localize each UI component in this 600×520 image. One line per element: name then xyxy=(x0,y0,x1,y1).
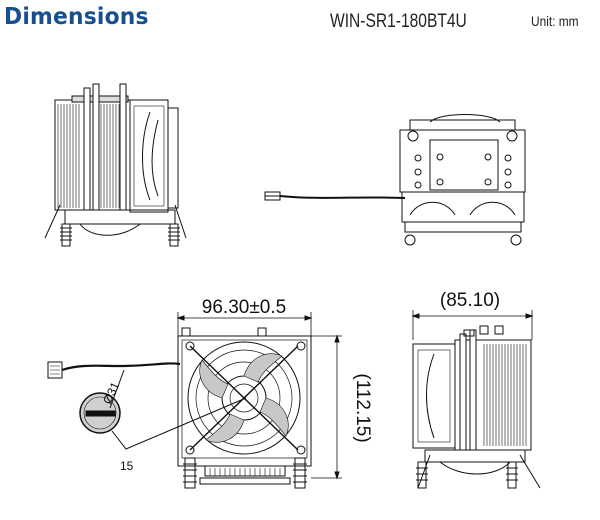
front-view-top-right xyxy=(264,114,526,246)
model-number: WIN-SR1-180BT4U xyxy=(330,11,467,32)
fan-view-bottom xyxy=(47,312,342,489)
height-dimension: (112.15) xyxy=(352,373,373,442)
unit-label: Unit: mm xyxy=(531,13,579,29)
depth-dimension: (85.10) xyxy=(440,290,500,311)
callout-number: 15 xyxy=(120,459,134,473)
side-view-top-left xyxy=(44,83,187,247)
page-title: Dimensions xyxy=(4,4,149,30)
width-dimension: 96.30±0.5 xyxy=(202,297,286,318)
side-view-bottom-right xyxy=(411,310,541,489)
